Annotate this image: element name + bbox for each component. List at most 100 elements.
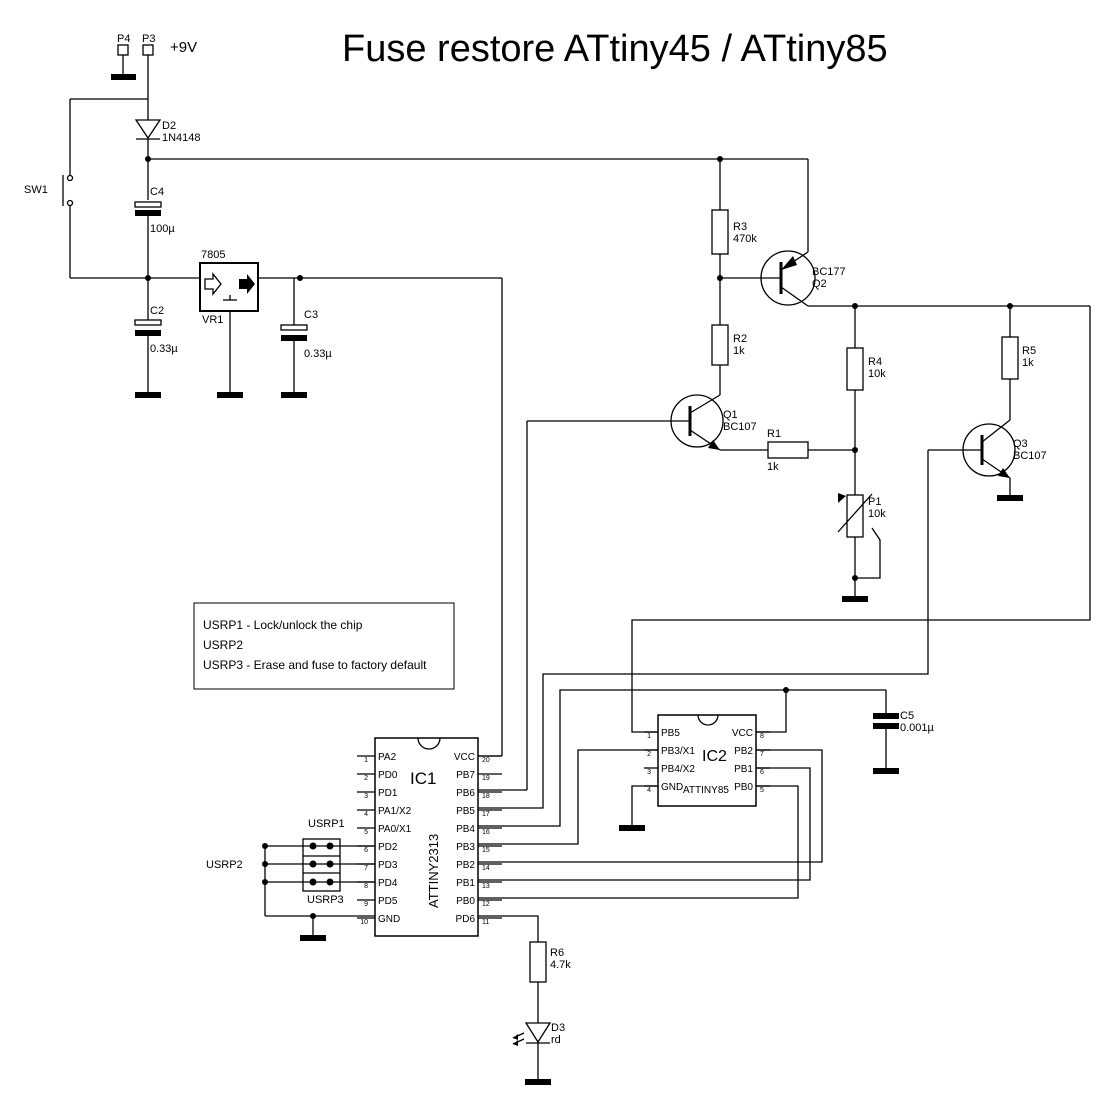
resistor-r3: R3 470k — [711, 159, 757, 325]
pin-name: PB6 — [456, 788, 475, 799]
diode-d2: D2 1N4148 — [134, 119, 201, 144]
junction-dot — [262, 861, 268, 867]
regulator-vr1: 7805 VR1 — [199, 249, 259, 398]
ic-pin: 9 PD5 — [357, 896, 398, 908]
p1-value: 10k — [868, 508, 886, 520]
pin-name: PA1/X2 — [378, 806, 412, 817]
jumper-usrp1-label: USRP1 — [308, 818, 345, 830]
ic-pin: 5 PA0/X1 — [357, 824, 412, 836]
q3-value: BC107 — [1013, 450, 1047, 462]
ic-pin: 6 PD2 — [357, 842, 398, 854]
pin-number: 18 — [482, 793, 490, 800]
c5-value: 0.001µ — [900, 722, 935, 734]
pin-number: 14 — [482, 865, 490, 872]
pin-number: 8 — [760, 733, 764, 740]
resistor-r2: R2 1k — [711, 324, 747, 395]
r4-ref: R4 — [868, 356, 882, 368]
c4-value: 100µ — [150, 223, 175, 235]
pin-number: 10 — [360, 919, 368, 926]
pin-name: PB3/X1 — [661, 746, 695, 757]
q2-ref: BC177 — [812, 266, 846, 278]
pin-name: PA0/X1 — [378, 824, 412, 835]
pin-name: PD5 — [378, 896, 398, 907]
q1-ref: Q1 — [723, 409, 738, 421]
pin-name: PB1 — [456, 878, 475, 889]
c4-ref: C4 — [150, 186, 164, 198]
p3-label: P3 — [142, 33, 155, 45]
q1-value: BC107 — [723, 421, 757, 433]
pin-number: 3 — [364, 793, 368, 800]
pin-name: PD2 — [378, 842, 398, 853]
pin-number: 2 — [647, 751, 651, 758]
pin-number: 8 — [364, 883, 368, 890]
r6-ref: R6 — [550, 947, 564, 959]
pin-number: 1 — [647, 733, 651, 740]
junction-dot — [262, 879, 268, 885]
schematic-title: Fuse restore ATtiny45 / ATtiny85 — [342, 28, 888, 70]
pin-number: 7 — [364, 865, 368, 872]
r2-value: 1k — [733, 345, 745, 357]
c2-value: 0.33µ — [150, 343, 178, 355]
pin-number: 7 — [760, 751, 764, 758]
pin-name: PA2 — [378, 752, 397, 763]
r5-value: 1k — [1022, 357, 1034, 369]
note-usrp1: USRP1 - Lock/unlock the chip — [203, 618, 363, 632]
pin-number: 20 — [482, 757, 490, 764]
ic-pin: 14 PB2 — [456, 860, 502, 872]
pin-name: PD4 — [378, 878, 398, 889]
ic1-name: ATTINY2313 — [426, 834, 441, 908]
c3-value: 0.33µ — [304, 348, 332, 360]
jumper-usrp2-label: USRP2 — [206, 859, 243, 871]
d2-ref: D2 — [162, 120, 176, 132]
r5-ref: R5 — [1022, 345, 1036, 357]
pin-name: PB0 — [456, 896, 475, 907]
pin-name: GND — [661, 782, 683, 793]
resistor-r1: R1 1k — [720, 428, 855, 473]
ic-pin: 15 PB3 — [456, 842, 502, 854]
junction-dot — [297, 275, 303, 281]
potentiometer-p1: P1 10k — [837, 493, 886, 602]
pin-number: 1 — [364, 757, 368, 764]
notes-box: USRP1 - Lock/unlock the chip USRP2 USRP3… — [193, 602, 455, 690]
ic-pin: 2 PB3/X1 — [644, 746, 695, 758]
vr1-value: 7805 — [201, 249, 225, 261]
junction-dot — [145, 156, 151, 162]
sw1-ref: SW1 — [24, 184, 48, 196]
r6-value: 4.7k — [550, 959, 571, 971]
pin-number: 17 — [482, 811, 490, 818]
r1-value: 1k — [767, 461, 779, 473]
pin-name: PB4/X2 — [661, 764, 695, 775]
resistor-r5: R5 1k — [1001, 306, 1036, 420]
ic2-ref: IC2 — [702, 748, 727, 765]
c5-ref: C5 — [900, 710, 914, 722]
jumper-usrp3-label: USRP3 — [307, 894, 344, 906]
pin-number: 5 — [364, 829, 368, 836]
pin-number: 15 — [482, 847, 490, 854]
pin-name: PB3 — [456, 842, 475, 853]
pin-name: PB2 — [456, 860, 475, 871]
ic2-name: ATTINY85 — [683, 785, 729, 796]
pin-number: 9 — [364, 901, 368, 908]
note-usrp3: USRP3 - Erase and fuse to factory defaul… — [203, 658, 427, 672]
junction-dot — [852, 575, 858, 581]
pin-number: 19 — [482, 775, 490, 782]
pin-number: 6 — [364, 847, 368, 854]
transistor-q3: Q3 BC107 — [928, 419, 1047, 501]
capacitor-c3: C3 0.33µ — [280, 278, 332, 398]
pin-name: PD0 — [378, 770, 398, 781]
r3-ref: R3 — [733, 221, 747, 233]
c2-ref: C2 — [150, 305, 164, 317]
transistor-q1: Q1 BC107 — [527, 394, 757, 451]
connector-p3: P3 +9V — [142, 33, 197, 56]
d2-value: 1N4148 — [162, 132, 201, 144]
pin-number: 16 — [482, 829, 490, 836]
